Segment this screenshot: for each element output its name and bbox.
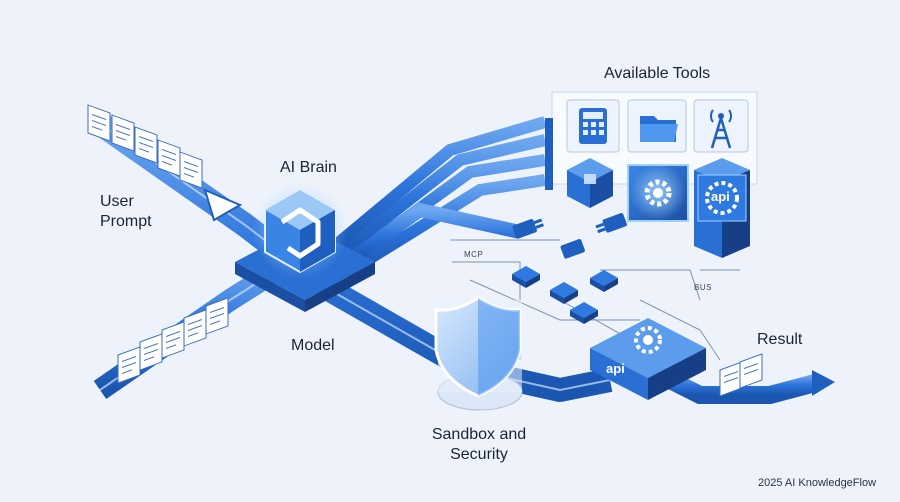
ai-brain-label: AI Brain (280, 159, 337, 176)
mcp-label: MCP (464, 250, 484, 259)
credit-text: 2025 AI KnowledgeFlow (758, 477, 877, 489)
result-label: Result (757, 331, 803, 348)
sandbox-label: Sandbox and Security (414, 425, 544, 465)
sandbox-line1: Sandbox and (431, 426, 527, 443)
result-documents (719, 353, 763, 397)
ai-brain-crystal (252, 182, 348, 278)
result-pipe (655, 366, 835, 404)
tool-calculator (566, 99, 620, 153)
user-prompt-line1: User (100, 193, 134, 210)
bus-label: BUS (694, 283, 712, 292)
tools-entry-bar (545, 118, 553, 190)
tool-api-gear (694, 158, 750, 258)
api-gateway-label: api (606, 361, 625, 376)
context-documents (117, 297, 229, 384)
available-tools-label: Available Tools (604, 65, 711, 82)
api-gateway-cube (590, 318, 706, 400)
user-prompt-label: User Prompt (100, 192, 152, 232)
tool-cube (567, 158, 613, 208)
tool-radio-tower (693, 99, 749, 153)
tool-pipes (326, 116, 547, 280)
tool-gear (627, 164, 689, 222)
sandbox-line2: Security (450, 446, 508, 463)
input-arrow (203, 188, 243, 222)
user-prompt-line2: Prompt (100, 213, 152, 230)
plug-connectors (512, 213, 627, 324)
model-label: Model (291, 337, 335, 354)
tool-folder (627, 99, 687, 153)
result-arrow-head (812, 370, 835, 396)
user-prompt-documents (87, 104, 203, 189)
api-cube-label: api (711, 189, 730, 204)
sandbox-shield (434, 296, 523, 411)
